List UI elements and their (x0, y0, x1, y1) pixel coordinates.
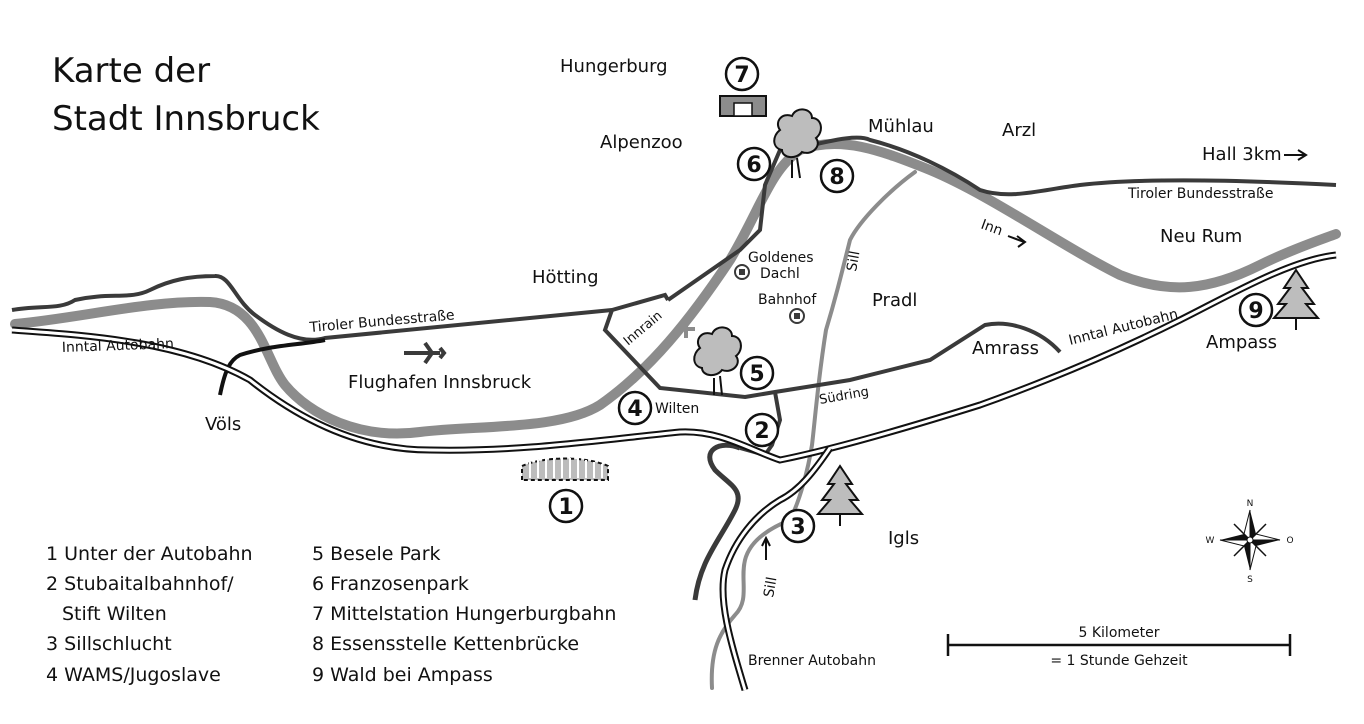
bahnhof-marker-icon (789, 308, 805, 324)
svg-text:5: 5 (749, 362, 764, 387)
place-bahnhof: Bahnhof (758, 292, 817, 308)
map-title-line2: Stadt Innsbruck (52, 99, 320, 139)
legend-item-3: 3 Sillschlucht (46, 633, 172, 655)
label-brenner: Brenner Autobahn (748, 653, 876, 669)
marker-2: 2 (744, 412, 780, 448)
marker-7: 7 (724, 56, 760, 92)
scale-bar: 5 Kilometer = 1 Stunde Gehzeit (946, 625, 1292, 669)
underpass-hatched-icon (521, 457, 609, 481)
inn-flow-arrow-icon (1007, 235, 1027, 248)
legend-item-4: 4 WAMS/Jugoslave (46, 664, 221, 686)
legend-item-5: 5 Besele Park (312, 543, 441, 565)
marker-8: 8 (819, 158, 855, 194)
place-arzl: Arzl (1002, 120, 1036, 141)
label-inn: Inn (979, 217, 1005, 240)
place-wilten: Wilten (655, 401, 699, 417)
place-flughafen: Flughafen Innsbruck (348, 372, 532, 393)
legend-item-2b: Stift Wilten (62, 603, 167, 625)
marker-6: 6 (736, 146, 772, 182)
place-neu-rum: Neu Rum (1160, 226, 1242, 247)
pine-tree-icon-9 (1271, 268, 1321, 330)
station-building-icon (719, 95, 767, 117)
legend-item-6: 6 Franzosenpark (312, 573, 469, 595)
svg-text:W: W (1206, 536, 1215, 546)
svg-text:4: 4 (627, 397, 642, 422)
place-voels: Völs (205, 414, 241, 435)
inntal-autobahn-inner (11, 253, 1337, 462)
pine-tree-icon-3 (815, 464, 865, 526)
svg-text:9: 9 (1248, 299, 1263, 324)
place-hall: Hall 3km (1202, 144, 1282, 165)
svg-text:6: 6 (746, 153, 761, 178)
place-hoetting: Hötting (532, 267, 599, 288)
label-innrain: Innrain (621, 308, 665, 349)
svg-text:3: 3 (790, 515, 805, 540)
svg-text:2: 2 (754, 419, 769, 444)
deciduous-tree-icon-6 (773, 108, 822, 179)
airport-plane-icon (404, 341, 447, 365)
place-igls: Igls (888, 528, 919, 549)
label-sill-north: Sill (844, 250, 863, 273)
svg-text:N: N (1247, 499, 1254, 509)
place-dachl: Dachl (760, 266, 800, 282)
place-muehlau: Mühlau (868, 116, 934, 137)
svg-text:7: 7 (734, 63, 749, 88)
place-hungerburg: Hungerburg (560, 56, 668, 77)
brenner-autobahn-inner (721, 447, 832, 691)
tiroler-bundesstrasse-west (11, 274, 670, 342)
marker-1: 1 (548, 488, 584, 524)
marker-5: 5 (739, 355, 775, 391)
label-sill-south: Sill (761, 576, 780, 599)
place-amrass: Amrass (972, 338, 1039, 359)
scale-bottom-label: = 1 Stunde Gehzeit (1050, 653, 1188, 669)
legend-item-7: 7 Mittelstation Hungerburgbahn (312, 603, 616, 625)
svg-text:1: 1 (558, 495, 573, 520)
legend-item-8: 8 Essensstelle Kettenbrücke (312, 633, 579, 655)
tiroler-bundesstrasse-east (799, 135, 1337, 197)
voels-road (218, 338, 326, 396)
place-goldenes: Goldenes (748, 250, 814, 266)
legend-item-1: 1 Unter der Autobahn (46, 543, 253, 565)
map-title-line1: Karte der (52, 51, 210, 91)
place-ampass: Ampass (1206, 332, 1277, 353)
scale-top-label: 5 Kilometer (1079, 625, 1160, 641)
legend-item-2: 2 Stubaitalbahnhof/ (46, 573, 234, 595)
label-tiroler-east: Tiroler Bundesstraße (1127, 186, 1273, 202)
marker-3: 3 (780, 508, 816, 544)
deciduous-tree-icon-5 (693, 326, 742, 396)
cross-icon (677, 320, 695, 338)
sill-river (709, 170, 917, 690)
label-inntal-west: Inntal Autobahn (62, 336, 174, 356)
sill-flow-arrow-icon (761, 535, 771, 560)
goldenes-dachl-marker-icon (734, 264, 750, 280)
brenner-branch-road (692, 442, 741, 601)
svg-text:O: O (1286, 536, 1293, 546)
hall-arrow-icon (1284, 149, 1308, 161)
marker-4: 4 (617, 390, 653, 426)
legend-item-9: 9 Wald bei Ampass (312, 664, 493, 686)
compass-rose-icon: N S W O (1206, 499, 1294, 585)
svg-text:8: 8 (829, 165, 844, 190)
place-alpenzoo: Alpenzoo (600, 132, 683, 153)
svg-text:S: S (1247, 575, 1253, 585)
inn-river (10, 138, 1341, 439)
label-suedring: Südring (818, 384, 870, 407)
marker-9: 9 (1238, 292, 1274, 328)
place-pradl: Pradl (872, 290, 917, 311)
